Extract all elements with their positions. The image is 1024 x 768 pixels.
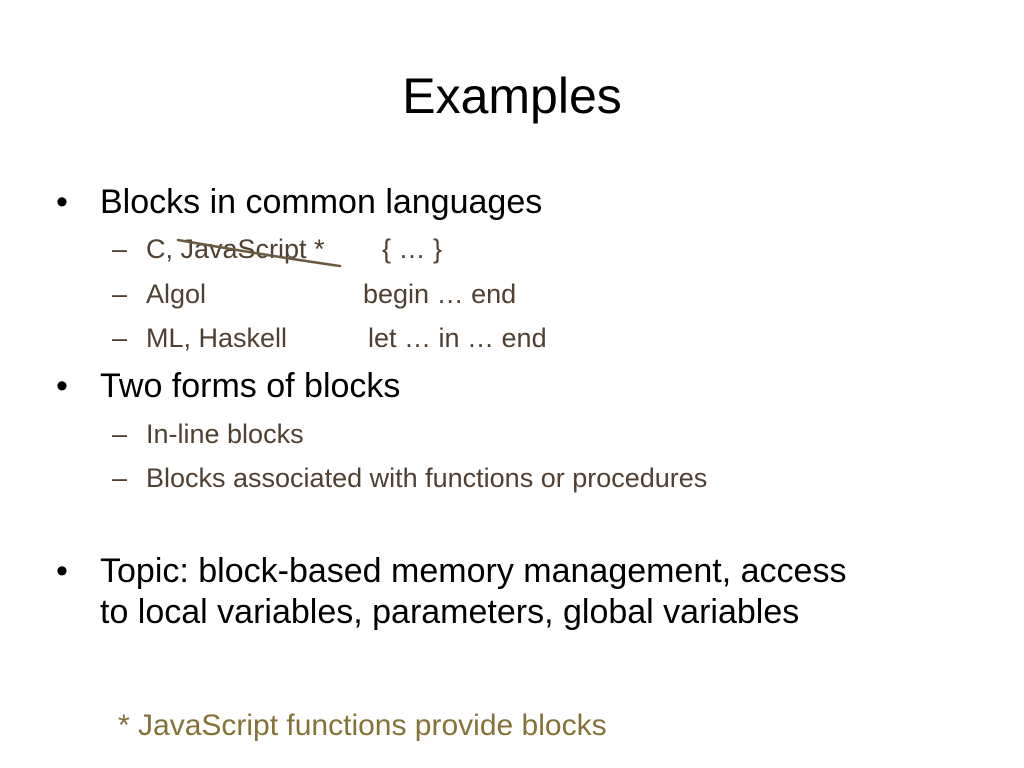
subitem-c-javascript: – C, JavaScript * { … } (112, 232, 442, 266)
subitem-ml-haskell: – ML, Haskell let … in … end (112, 321, 547, 355)
subitem-language: ML, Haskell (146, 323, 288, 353)
subitem-algol: – Algol begin … end (112, 277, 516, 311)
bullet-text: Blocks in common languages (100, 183, 543, 221)
subitem-syntax: { … } (382, 234, 443, 264)
subitem-syntax: begin … end (363, 279, 517, 309)
bullet-text: Two forms of blocks (100, 367, 401, 405)
dash-marker: – (112, 419, 128, 449)
dash-marker: – (112, 323, 128, 353)
subitem-text: Blocks associated with functions or proc… (146, 463, 708, 493)
bullet-topic-continuation: to local variables, parameters, global v… (100, 592, 799, 632)
dash-marker: – (112, 279, 128, 309)
footnote: * JavaScript functions provide blocks (118, 709, 607, 742)
bullet-topic: • Topic: block-based memory management, … (56, 551, 847, 591)
dash-marker: – (112, 234, 128, 264)
bullet-marker: • (56, 367, 68, 405)
bullet-marker: • (56, 183, 68, 221)
subitem-inline-blocks: – In-line blocks (112, 417, 304, 451)
bullet-two-forms-of-blocks: • Two forms of blocks (56, 366, 401, 406)
dash-marker: – (112, 463, 128, 493)
subitem-language: C, JavaScript * (146, 234, 325, 264)
subitem-function-blocks: – Blocks associated with functions or pr… (112, 461, 708, 495)
subitem-language: Algol (146, 279, 207, 309)
subitem-text: In-line blocks (146, 419, 304, 449)
bullet-marker: • (56, 552, 68, 590)
bullet-blocks-in-common-languages: • Blocks in common languages (56, 182, 543, 222)
bullet-text-line1: Topic: block-based memory management, ac… (100, 552, 847, 590)
slide-title: Examples (402, 68, 622, 124)
bullet-text-line2: to local variables, parameters, global v… (100, 593, 800, 631)
subitem-syntax: let … in … end (368, 323, 547, 353)
